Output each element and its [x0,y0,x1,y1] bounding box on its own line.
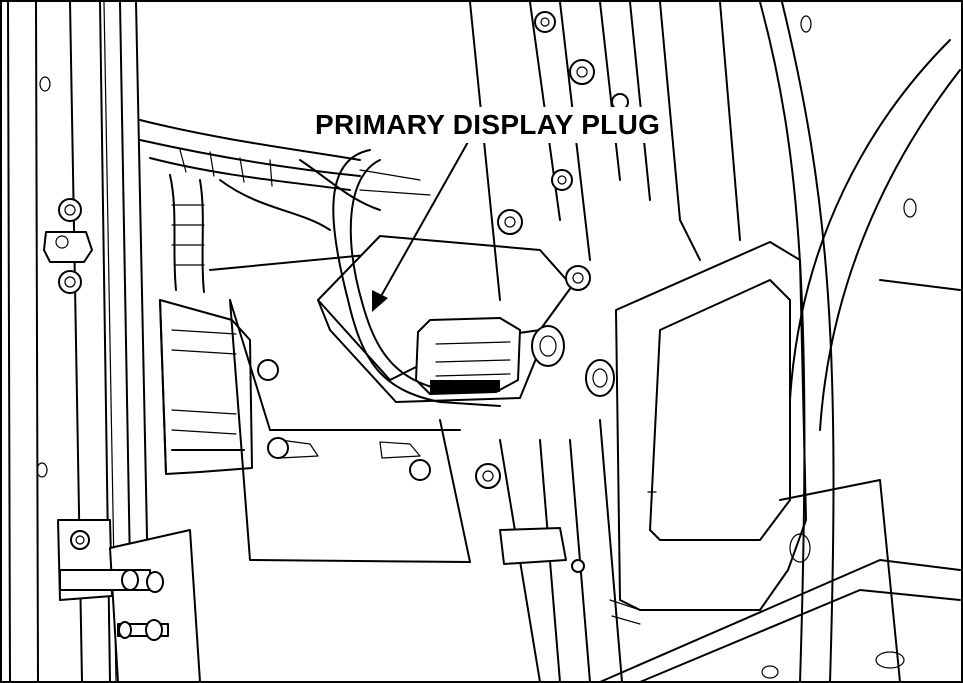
display-plug-housing [317,235,615,403]
control-module [159,299,253,475]
hole-icon [800,15,812,33]
bolt-icon [70,530,90,550]
wire-harness [139,119,431,293]
bolt-icon [497,209,523,235]
hole-icon [39,76,51,92]
callout-arrow [372,141,469,312]
bolt-icon [569,59,595,85]
bolt-icon [551,169,573,191]
bolt-icon [58,270,82,294]
hole-icon [903,198,917,218]
bolt-icon [257,359,279,381]
vertical-rail [499,419,641,683]
pin-icon [121,569,139,591]
bolt-icon [267,437,289,459]
callout-label: PRIMARY DISPLAY PLUG [311,107,665,143]
side-cover-panel [615,241,807,611]
bolt-icon [571,559,585,573]
hole-icon [36,462,48,478]
bolt-icon [475,463,501,489]
pin-icon [146,571,164,593]
hole-icon [789,533,811,563]
display-cable [332,149,501,407]
floor-plate [599,559,961,683]
bolt-icon [565,265,591,291]
right-fender [759,1,961,683]
bolt-icon [409,459,431,481]
hinge-bracket [57,519,201,683]
clip [43,231,93,263]
bolt-icon [58,198,82,222]
grommet-icon [531,325,565,367]
bolt-icon [534,11,556,33]
pin-icon [145,619,163,641]
mounting-bracket [209,247,501,563]
